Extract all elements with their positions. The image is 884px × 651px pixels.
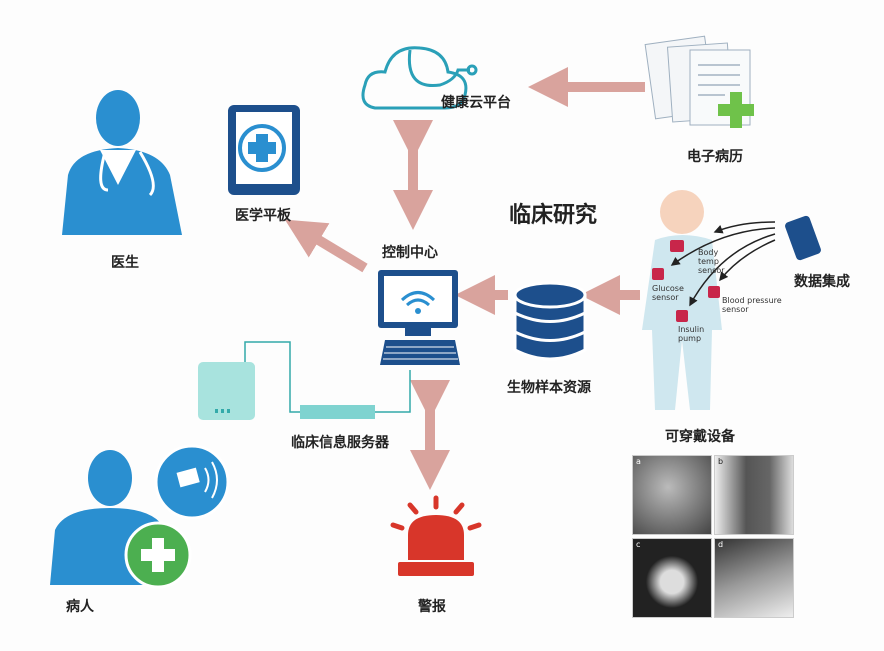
diagram-title: 临床研究 <box>508 203 598 228</box>
documents-icon <box>644 35 754 128</box>
photo-vest: b <box>714 455 794 535</box>
alarm-icon <box>390 495 482 576</box>
sensor-blood-pressure-label: Blood pressure sensor <box>722 296 782 314</box>
doctor-icon <box>62 90 182 235</box>
monitor-icon <box>378 270 460 365</box>
doctor-label: 医生 <box>111 255 139 271</box>
database-icon <box>513 281 587 361</box>
emr-label: 电子病历 <box>687 149 743 165</box>
patient-icon <box>50 444 230 589</box>
tablet-icon <box>228 105 300 195</box>
wearable-person-icon <box>642 190 821 410</box>
arrows <box>284 67 645 490</box>
control-label: 控制中心 <box>382 245 438 261</box>
sensor-body-temp-label: Body temp sensor <box>698 248 725 275</box>
arrow-control-to-tablet <box>284 219 368 273</box>
data-integration-label: 数据集成 <box>794 274 850 290</box>
sensor-insulin-label: Insulin pump <box>678 325 705 343</box>
cloud-icon <box>361 46 478 110</box>
wearable-label: 可穿戴设备 <box>665 429 735 445</box>
photo-glove: d <box>714 538 794 618</box>
photo-wrist-device: c <box>632 538 712 618</box>
alarm-label: 警报 <box>418 599 446 615</box>
biobank-label: 生物样本资源 <box>507 380 591 396</box>
cloud-label: 健康云平台 <box>441 95 511 111</box>
patient-label: 病人 <box>66 599 94 615</box>
server-label: 临床信息服务器 <box>291 435 389 451</box>
server-icon <box>198 341 411 420</box>
photo-eeg-headset: a <box>632 455 712 535</box>
sensor-glucose-label: Glucose sensor <box>652 284 684 302</box>
tablet-label: 医学平板 <box>235 208 291 224</box>
